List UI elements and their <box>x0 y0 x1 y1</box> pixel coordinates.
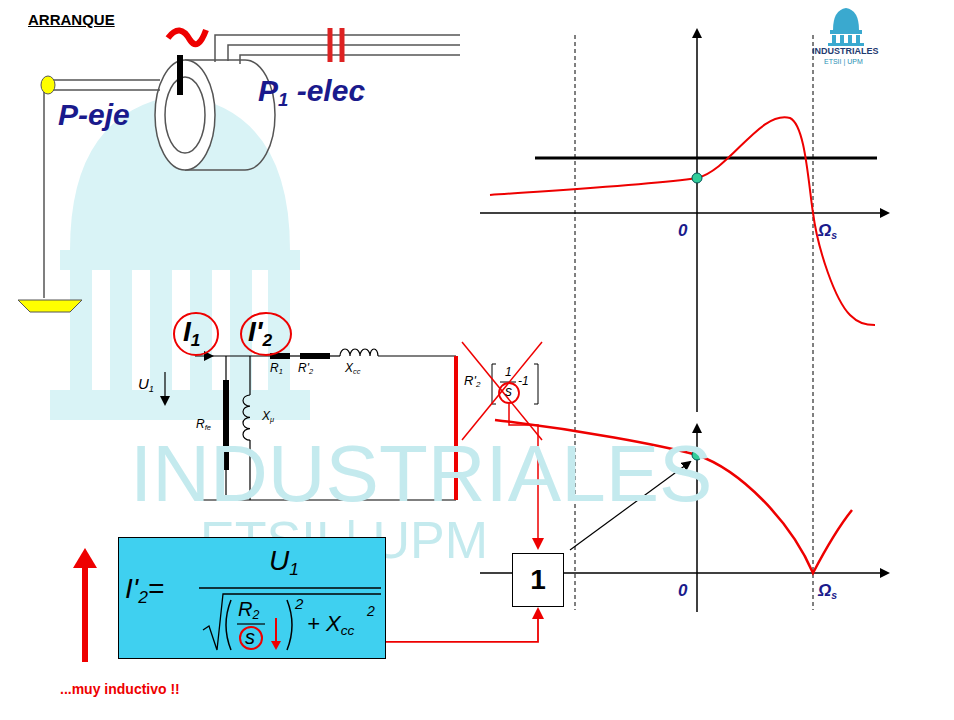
current-label: I1 <box>183 317 200 350</box>
logo-text: INDUSTRIALES <box>812 47 879 57</box>
formula-term: R2 <box>238 598 259 623</box>
rotation-arrow <box>168 30 206 44</box>
start-point <box>692 173 702 183</box>
weight-pan <box>18 300 82 312</box>
fraction-denominator: s <box>505 384 512 399</box>
note: ...muy inductivo !! <box>60 682 180 697</box>
resistor-label: R'2 <box>298 362 313 376</box>
axis-origin: 0 <box>678 582 687 601</box>
value-box: 1 <box>512 553 564 607</box>
resistor-label: R1 <box>270 362 283 376</box>
pulley <box>41 76 55 94</box>
formula-term: + Xcc <box>307 612 354 638</box>
power-label: P-eje <box>58 98 130 131</box>
fraction-numerator: 1 <box>505 366 512 379</box>
capacitor-symbol <box>330 28 342 62</box>
rope <box>43 92 45 298</box>
load-torque-line <box>535 157 877 160</box>
highlight-circle <box>241 313 291 355</box>
slide-title: ARRANQUE <box>28 12 115 29</box>
load-term: -1 <box>518 375 529 388</box>
value-text: 1 <box>530 565 546 596</box>
rotor-bar <box>177 55 183 95</box>
formula-exponent: 2 <box>367 604 375 619</box>
voltage-label: U1 <box>138 376 154 394</box>
axis-sync-speed: Ωs <box>818 582 837 602</box>
formula-exponent: 2 <box>295 596 303 613</box>
axis-sync-speed: Ωs <box>818 222 837 242</box>
formula-term: s <box>245 626 255 648</box>
watermark: INDUSTRIALES <box>130 430 712 518</box>
logo-subtext: ETSII | UPM <box>824 58 863 66</box>
dashed-guides <box>575 35 813 610</box>
formula-lhs: I'2= <box>125 574 164 607</box>
axis-origin: 0 <box>678 222 687 241</box>
substitution-connector <box>386 609 538 642</box>
reactance-label: Xμ <box>262 410 274 424</box>
resistor-symbol <box>300 353 330 359</box>
logo-dome <box>828 8 864 46</box>
motor-illustration <box>53 35 460 170</box>
chart-axes <box>480 30 888 612</box>
torque-curve <box>490 117 875 325</box>
increase-arrow-head <box>73 548 97 568</box>
reactance-label: Xcc <box>345 362 360 376</box>
load-label: R'2 <box>464 374 480 390</box>
power-label: P1 -elec <box>258 74 365 111</box>
highlight-circle <box>174 313 218 355</box>
increase-arrow <box>82 562 88 662</box>
current-label: I'2 <box>248 317 272 350</box>
formula-box: I'2=U1R2s2+ Xcc2 <box>118 537 386 659</box>
crossed-load <box>492 364 538 404</box>
formula-numerator: U1 <box>269 546 299 579</box>
